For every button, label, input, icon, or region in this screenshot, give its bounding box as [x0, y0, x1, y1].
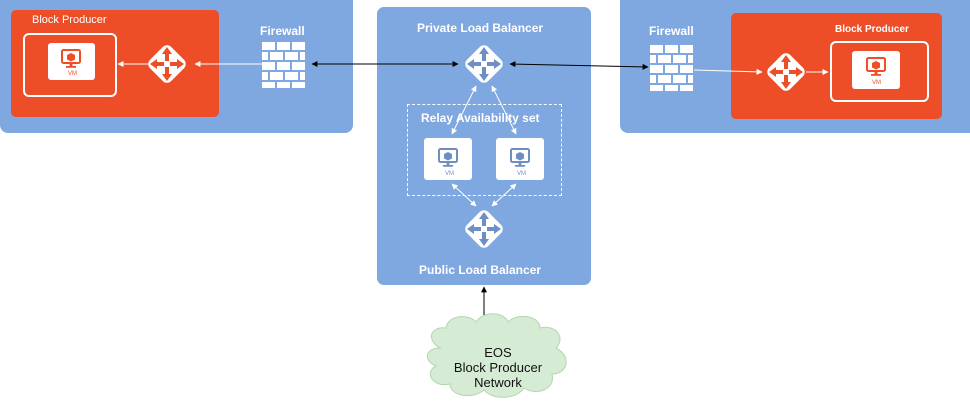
left-firewall-icon [262, 42, 305, 88]
left-vm-icon [61, 49, 81, 69]
left-firewall-label: Firewall [260, 24, 305, 38]
left-vm-frame [23, 33, 117, 97]
vm1-public-lb-link [451, 183, 477, 207]
network-cloud-line-1: EOS [484, 345, 512, 360]
public-load-balancer-icon [462, 207, 506, 251]
public-load-balancer-label: Public Load Balancer [419, 263, 542, 277]
private-lb-vm2-link [491, 85, 517, 135]
private-lb-vm1-link [451, 85, 477, 135]
private-load-balancer-icon [462, 42, 506, 86]
left-block-producer-label: Block Producer [32, 14, 107, 26]
right-firewall-label: Firewall [649, 24, 694, 38]
vm2-public-lb-link [491, 183, 517, 207]
left-load-balancer-icon [145, 42, 189, 86]
right-block-producer-label: Block Producer [835, 24, 909, 35]
right-vm-frame [830, 41, 929, 102]
network-cloud-label: EOS Block Producer Network [438, 345, 558, 390]
right-load-balancer-icon [764, 50, 808, 94]
network-cloud-line-3: Network [474, 375, 522, 390]
right-vm-icon [866, 57, 886, 77]
right-vm-label: VM [872, 80, 881, 86]
right-firewall-icon [650, 45, 693, 91]
private-load-balancer-label: Private Load Balancer [417, 21, 544, 35]
left-vm-label: VM [68, 71, 77, 77]
relay-vm-1-label: VM [445, 171, 454, 177]
right-firewall-to-lb-arrow [693, 68, 763, 75]
relay-vm-2-label: VM [517, 171, 526, 177]
network-cloud-line-2: Block Producer [453, 360, 543, 375]
relay-vm-1-icon [438, 148, 458, 168]
relay-availability-set-box [407, 104, 562, 196]
private-lb-right-firewall-link [509, 61, 649, 70]
relay-vm-2-icon [510, 148, 530, 168]
network-cloud-shape [426, 313, 567, 398]
